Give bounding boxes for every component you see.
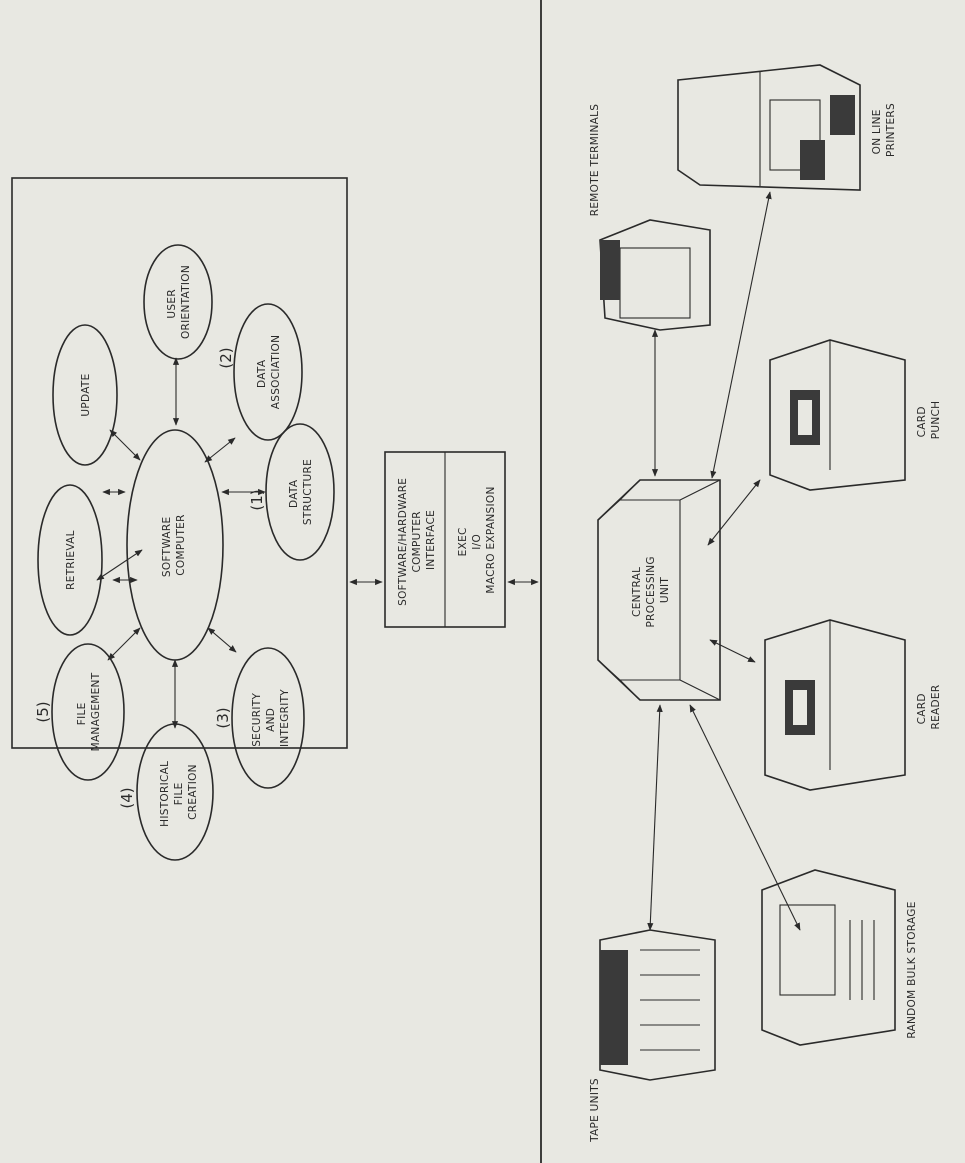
label-num-5: (5) [34,701,52,722]
svg-text:SOFTWARE COMPUTER: SOFTWARE COMPUTER [161,513,187,577]
svg-text:RETRIEVAL: RETRIEVAL [65,530,77,590]
label-num-3: (3) [214,707,232,728]
device-central-processing-unit: CENTRAL PROCESSING UNIT [597,479,721,701]
svg-text:RANDOM BULK STORAGE: RANDOM BULK STORAGE [906,901,918,1038]
node-user-orientation: USER ORIENTATION [143,244,213,360]
device-card-reader: CARD READER [764,619,942,791]
interface-box: SOFTWARE/HARDWARE COMPUTER INTERFACE EXE… [384,451,506,628]
svg-text:CENTRAL PROCESSING: CENTRAL PROCESSING UNIT [631,553,671,628]
svg-text:UPDATE: UPDATE [80,373,92,416]
svg-text:FILE MANAGEMENT: FILE MANAGEMENT [76,672,102,751]
node-update: UPDATE [52,324,118,466]
software-frame [11,177,348,749]
label-num-4: (4) [118,787,136,808]
device-random-bulk-storage: RANDOM BULK STORAGE [761,869,918,1046]
svg-text:SECURITY AND INTEG: SECURITY AND INTEGRITY [251,689,291,747]
svg-text:EXEC I/O MACRO EXP: EXEC I/O MACRO EXPANSION [457,486,497,593]
svg-text:CARD READER: CARD READER [916,685,942,730]
svg-text:USER ORIENTATION: USER ORIENTATION [166,265,192,339]
node-historical-file-creation: HISTORICAL FILE CREATION [136,723,214,861]
label-num-2: (2) [217,347,235,368]
node-file-management: FILE MANAGEMENT [51,643,125,781]
svg-text:ON LINE PRINTERS: ON LINE PRINTERS [871,103,897,157]
hardware-connectors [647,191,801,931]
device-online-printers: ON LINE PRINTERS [677,64,897,191]
device-tape-units: TAPE UNITS [589,929,716,1143]
svg-text:DATA STRUCTURE: DATA STRUCTURE [288,459,314,525]
device-card-punch: CARD PUNCH [769,339,942,491]
svg-text:HISTORICAL FILE CR: HISTORICAL FILE CREATION [159,757,199,827]
label-num-1: (1) [248,489,266,510]
svg-text:SOFTWARE/HARDWARE COMPUT: SOFTWARE/HARDWARE COMPUTER INTERFACE [397,474,437,606]
svg-text:REMOTE TERMINALS: REMOTE TERMINALS [589,104,601,217]
software-connectors [96,357,266,729]
svg-text:CARD PUNCH: CARD PUNCH [916,401,942,440]
svg-text:DATA ASSOCIATION: DATA ASSOCIATION [256,335,282,410]
node-retrieval: RETRIEVAL [37,484,103,636]
node-data-association: DATA ASSOCIATION [233,303,303,441]
node-data-structure: DATA STRUCTURE [265,423,335,561]
node-security-integrity: SECURITY AND INTEGRITY [231,647,305,789]
device-remote-terminals: REMOTE TERMINALS [589,104,711,331]
node-software-computer: SOFTWARE COMPUTER [126,429,224,661]
svg-text:TAPE UNITS: TAPE UNITS [589,1078,601,1143]
